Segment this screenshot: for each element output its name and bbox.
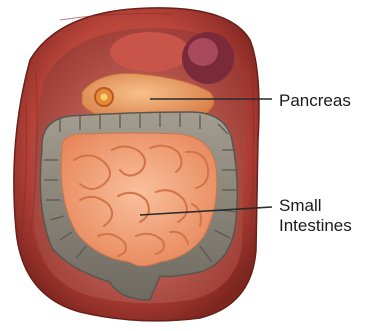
small-intestines-label-line1: Small [279,196,352,216]
pancreas-label: Pancreas [279,91,351,111]
small-intestines-label: Small Intestines [279,196,352,236]
small-intestines-label-line2: Intestines [279,216,352,236]
stomach [110,32,190,72]
spleen-highlight [188,38,218,66]
duodenum-opening-center [101,94,108,101]
